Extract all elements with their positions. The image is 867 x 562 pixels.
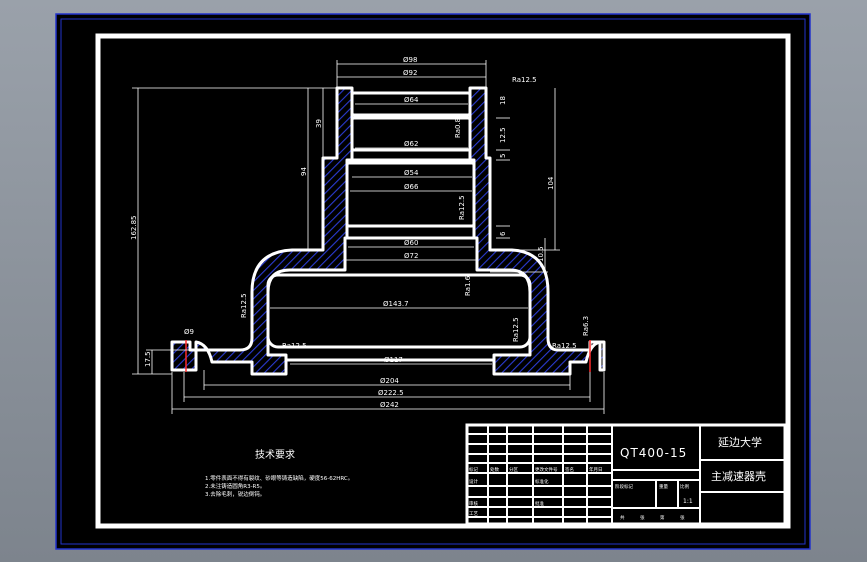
ra-bore: Ra0.8 — [454, 118, 462, 138]
ra-right-wall: Ra12.5 — [512, 317, 520, 342]
bore-d64 — [350, 91, 472, 117]
dim-d242: Ø242 — [380, 401, 399, 409]
dim-d92: Ø92 — [403, 69, 417, 77]
tb-label-15: 张 — [640, 514, 645, 521]
dim-h162: 162.85 — [130, 216, 138, 241]
title-school: 延边大学 — [718, 435, 762, 449]
tb-label-11: 阶段标记 — [615, 483, 633, 490]
dim-d62: Ø62 — [404, 140, 418, 148]
title-scale: 1:1 — [683, 498, 693, 505]
tb-label-16: 第 — [660, 514, 665, 521]
tb-label-0: 标记 — [469, 466, 478, 473]
dim-h39: 39 — [315, 119, 323, 128]
tech-heading: 技术要求 — [255, 448, 295, 461]
tb-label-9: 工艺 — [469, 511, 478, 517]
tb-label-17: 张 — [680, 514, 685, 521]
tech-requirements: 技术要求 1.零件表面不得有裂纹、砂眼等铸造缺陷，硬度56-62HRC。 2.未… — [205, 448, 353, 498]
dim-d72: Ø72 — [404, 252, 418, 260]
dim-h18: 18 — [499, 96, 507, 105]
title-part-name: 主减速器壳 — [711, 469, 766, 483]
tb-label-4: 签名 — [565, 466, 574, 473]
tb-label-2: 分区 — [509, 466, 518, 473]
dim-h104: 104 — [547, 176, 555, 190]
dimension-lines — [132, 60, 605, 414]
ra-top: Ra12.5 — [512, 76, 537, 84]
dim-h6: 6 — [499, 231, 507, 236]
dim-d66: Ø66 — [404, 183, 419, 191]
bore-d66 — [345, 161, 476, 228]
tb-label-14: 共 — [620, 514, 625, 521]
section-left — [170, 86, 354, 376]
dim-d98: Ø98 — [403, 56, 417, 64]
tb-label-3: 更改文件号 — [535, 466, 558, 473]
tb-label-6: 设计 — [469, 478, 478, 485]
dim-h105: 10.5 — [537, 246, 545, 262]
tb-label-12: 重量 — [659, 483, 668, 490]
tb-label-8: 审核 — [469, 500, 478, 507]
ra-flange-face: Ra6.3 — [582, 316, 590, 336]
inner-border — [95, 33, 791, 529]
tech-line-3: 3.去除毛刺，锐边倒钝。 — [205, 490, 265, 498]
tb-label-1: 处数 — [490, 466, 499, 473]
bore-d62 — [350, 116, 472, 152]
section-view: Ø98 Ø92 Ø64 Ø62 Ø54 Ø66 Ø60 Ø72 Ø143.7 Ø… — [130, 56, 606, 414]
dim-h94: 94 — [300, 167, 308, 176]
tech-line-1: 1.零件表面不得有裂纹、砂眼等铸造缺陷，硬度56-62HRC。 — [205, 474, 353, 482]
dim-d54: Ø54 — [404, 169, 419, 177]
ra-left-wall: Ra12.5 — [240, 293, 248, 318]
dim-d9: Ø9 — [184, 328, 194, 336]
tb-label-13: 比例 — [680, 483, 689, 490]
dim-d60: Ø60 — [404, 239, 418, 247]
ra-mid: Ra12.5 — [458, 195, 466, 220]
dim-h125: 12.5 — [499, 127, 507, 143]
title-material: QT400-15 — [620, 446, 687, 460]
tb-label-7: 标准化 — [535, 478, 549, 485]
dim-d143: Ø143.7 — [383, 300, 409, 308]
tech-line-2: 2.未注铸造圆角R3-R5。 — [205, 482, 265, 490]
ra-cavity: Ra1.6 — [464, 275, 472, 296]
title-block: QT400-15 延边大学 主减速器壳 1:1 标记 处数 分区 更改文件号 签… — [465, 423, 787, 526]
dim-d64: Ø64 — [404, 96, 419, 104]
outer-border — [60, 18, 806, 545]
ra-base: Ra12.5 — [282, 342, 307, 350]
tb-label-10: 批准 — [535, 500, 544, 507]
dim-d204: Ø204 — [380, 377, 399, 385]
dim-h5: 5 — [499, 154, 507, 158]
tb-label-5: 年月日 — [589, 466, 603, 473]
dim-d117: Ø117 — [384, 356, 403, 364]
ra-flange: Ra12.5 — [552, 342, 577, 350]
dim-d222: Ø222.5 — [378, 389, 404, 397]
cavity-d143 — [266, 273, 532, 349]
dim-h175: 17.5 — [144, 351, 152, 367]
paper — [55, 13, 811, 550]
